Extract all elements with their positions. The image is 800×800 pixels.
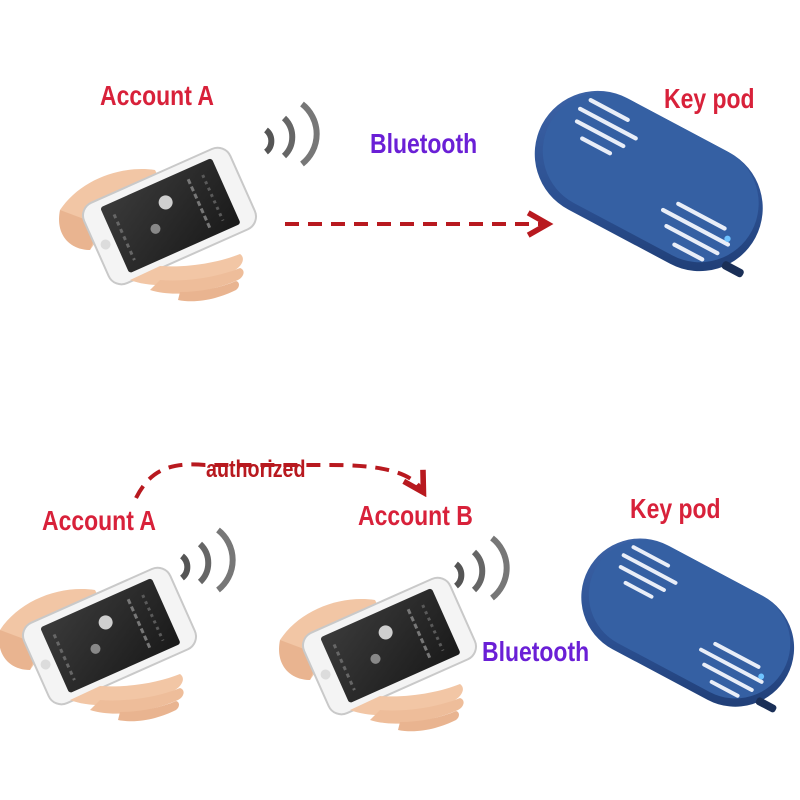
hand-holding-phone-icon: [57, 141, 262, 303]
top-account-a-label: Account A: [100, 80, 214, 111]
bottom-bluetooth-label: Bluetooth: [482, 636, 590, 667]
bottom-account-a-label: Account A: [42, 505, 156, 536]
account-a-signal-icon: [182, 530, 233, 590]
account-a-phone-icon: [0, 561, 202, 723]
bottom-account-b-label: Account B: [358, 500, 473, 531]
top-keypod-label: Key pod: [664, 83, 755, 114]
account-b-signal-icon: [456, 538, 507, 598]
top-phone-in-hand: [57, 141, 262, 303]
authorized-dashed-arrow: [134, 462, 422, 499]
top-bluetooth-label: Bluetooth: [370, 128, 478, 159]
wireless-signal-icon: [266, 104, 317, 164]
bottom-keypod-label: Key pod: [630, 493, 721, 524]
account-b-phone-icon: [277, 571, 482, 733]
bottom-key-pod-icon: [558, 515, 800, 730]
authorized-label: authorized: [206, 456, 306, 483]
